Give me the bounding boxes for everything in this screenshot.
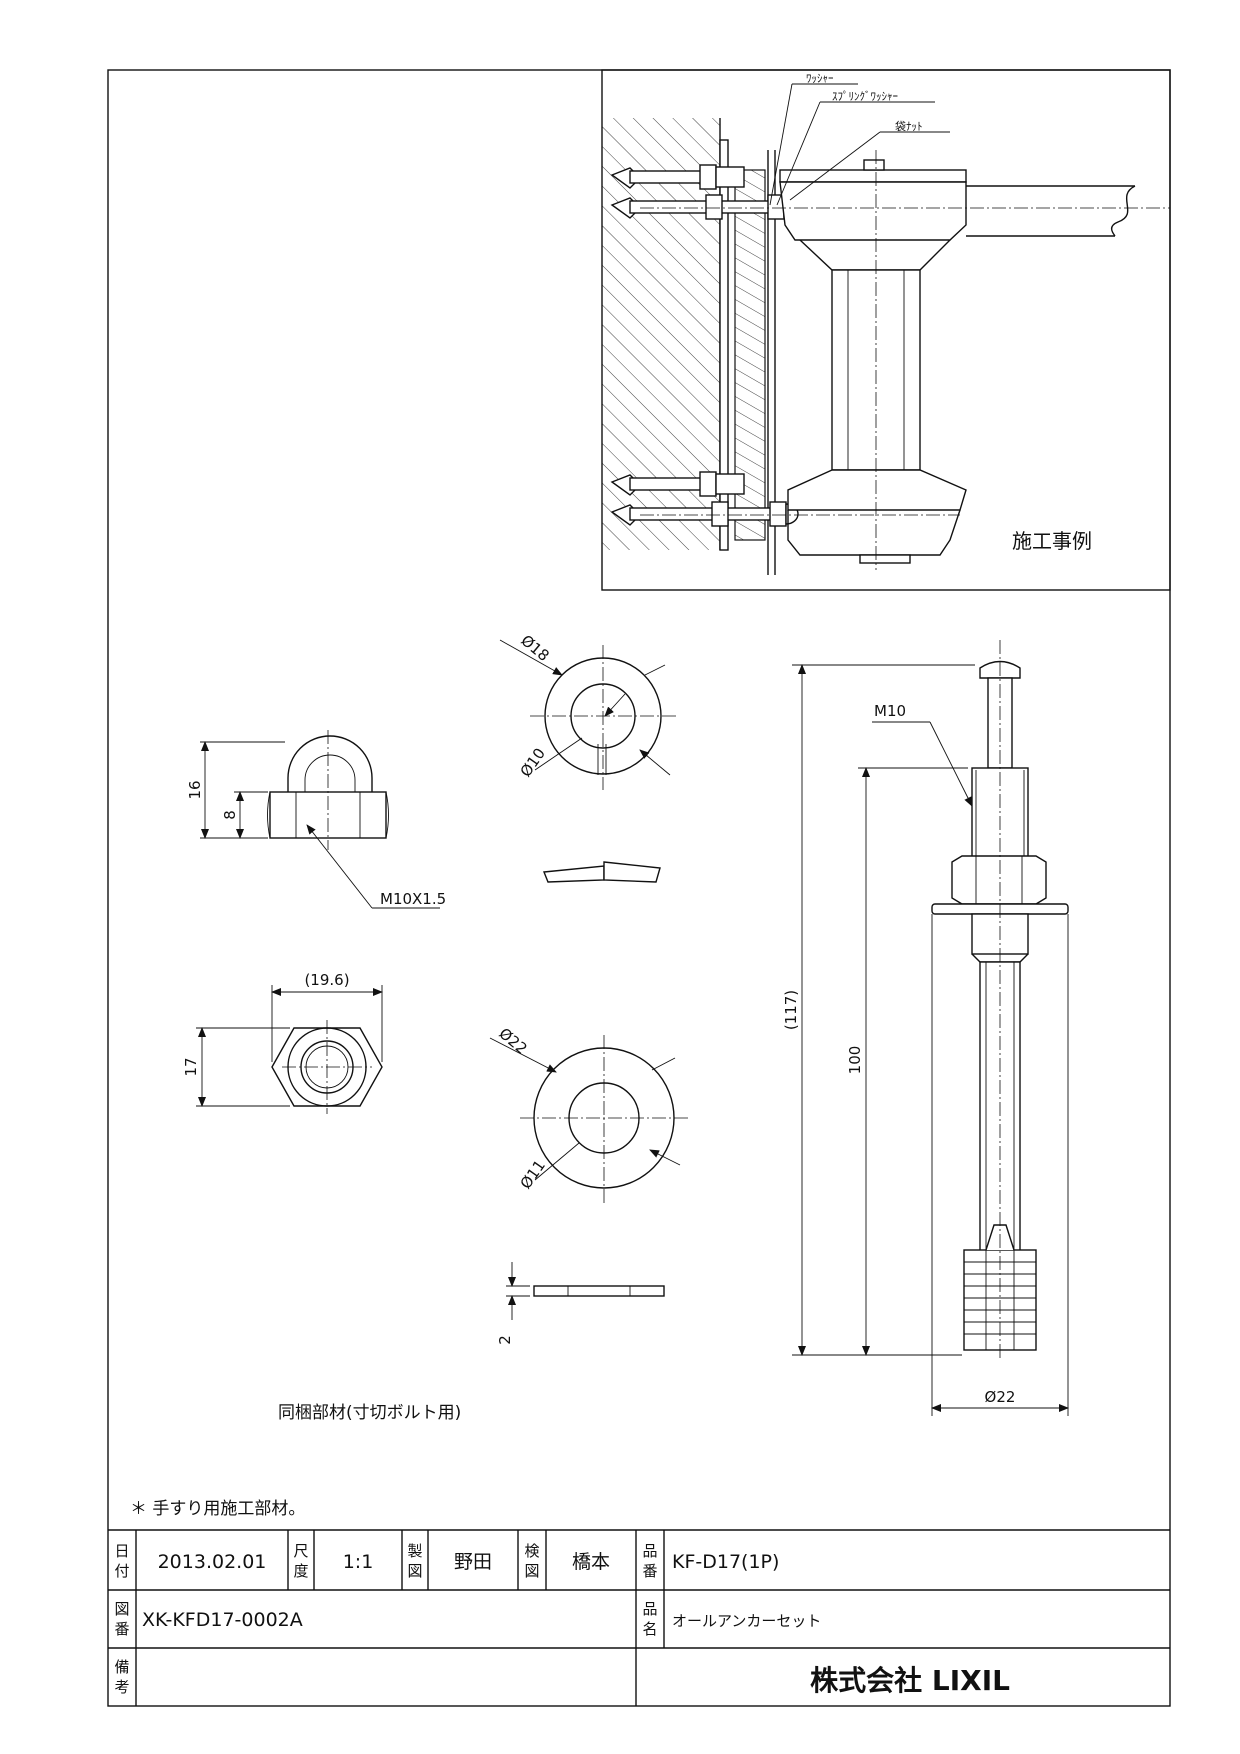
dim-spring-washer-id: Ø10 [517, 745, 549, 781]
footnote: ＊ 手すり用施工部材。 [130, 1499, 305, 1519]
label-drawn: 製図 [407, 1542, 422, 1580]
hex-nut-top-view [196, 985, 383, 1114]
dim-anchor-washer-dia: Ø22 [985, 1388, 1016, 1406]
callout-leaders [769, 83, 950, 206]
dim-anchor-thread: M10 [874, 702, 906, 720]
dim-hex-across-flats: 17 [182, 1057, 200, 1076]
callout-spring-washer: ｽﾌﾟﾘﾝｸﾞﾜｯｼｬｰ [832, 90, 898, 103]
scale-value: 1:1 [343, 1551, 374, 1573]
label-drawing-no: 図番 [114, 1600, 129, 1638]
install-example-title: 施工事例 [1012, 529, 1092, 553]
dim-washer-id: Ø11 [517, 1157, 549, 1193]
dim-cap-nut-hex-height: 8 [221, 810, 239, 820]
title-block [108, 1529, 1170, 1706]
plain-washer-views [489, 1035, 688, 1320]
label-checked: 検図 [524, 1542, 539, 1580]
dim-cap-nut-height: 16 [186, 780, 204, 799]
label-part-name: 品名 [642, 1600, 657, 1638]
dim-hex-across-corners: (19.6) [304, 971, 349, 989]
dim-anchor-length: 100 [846, 1046, 864, 1075]
dim-anchor-total-length: (117) [782, 990, 800, 1030]
label-scale: 尺度 [293, 1542, 308, 1580]
label-remarks: 備考 [114, 1658, 129, 1696]
callout-washer: ﾜｯｼｬｰ [806, 72, 834, 85]
part-no-value: KF-D17(1P) [672, 1551, 779, 1573]
label-part-no: 品番 [642, 1542, 657, 1580]
installation-example-view: ﾜｯｼｬｰ ｽﾌﾟﾘﾝｸﾞﾜｯｼｬｰ 袋ﾅｯﾄ 施工事例 [601, 69, 1171, 591]
cap-nut-side-view [200, 730, 440, 909]
parts-note: 同梱部材(寸切ボルト用) [278, 1403, 461, 1423]
spring-washer-views [499, 639, 676, 883]
checked-by-value: 橋本 [572, 1551, 610, 1573]
callout-cap-nut: 袋ﾅｯﾄ [895, 119, 923, 133]
drawn-by-value: 野田 [454, 1551, 492, 1573]
company-name: 株式会社 LIXIL [810, 1664, 1010, 1697]
wall-plate [719, 139, 729, 551]
drawing-no-value: XK-KFD17-0002A [142, 1609, 303, 1631]
label-date: 日付 [114, 1542, 129, 1580]
part-name-value: オールアンカーセット [672, 1612, 821, 1630]
lower-anchor-bolts [610, 471, 799, 527]
anchor-bolt-view [792, 640, 1069, 1416]
date-value: 2013.02.01 [158, 1551, 267, 1573]
handrail-bracket [779, 159, 967, 564]
dim-washer-od: Ø22 [495, 1024, 530, 1058]
handrail-pipe [966, 185, 1136, 237]
dim-cap-nut-thread: M10X1.5 [380, 890, 446, 908]
dim-washer-thickness: 2 [496, 1335, 514, 1345]
